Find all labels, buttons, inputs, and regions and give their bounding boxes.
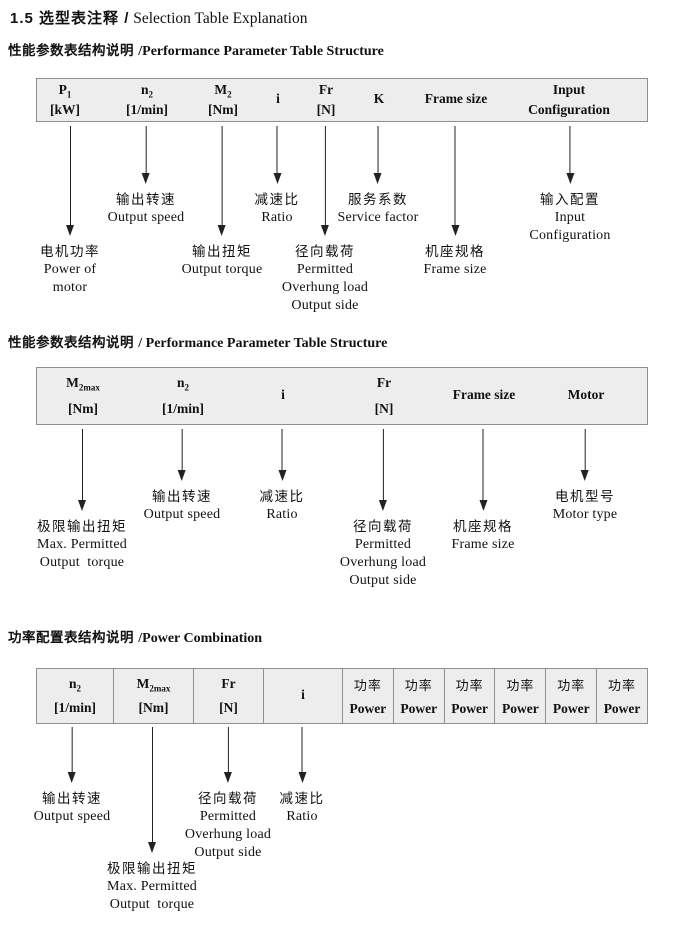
col-header-i: i — [281, 387, 285, 403]
callout-max-output-torque: 极限输出扭矩 Max. Permitted Output torque — [107, 727, 197, 914]
down-arrow-icon — [66, 126, 74, 236]
col-header-power: 功率 Power — [342, 669, 393, 723]
col-header-n2: n2 [1/min] — [162, 375, 204, 416]
col-header-power: 功率 Power — [392, 669, 444, 723]
performance-table-1: P1 [kW] n2 [1/min] M2 [Nm] i Fr [N] K Fr… — [36, 78, 648, 122]
callout-output-speed: 输出转速 Output speed — [144, 429, 221, 524]
power-combination-table: n2 [1/min] M2max [Nm] Fr [N] i 功率 Power … — [36, 668, 648, 724]
down-arrow-icon — [278, 429, 286, 481]
col-header-power: 功率 Power — [545, 669, 596, 723]
down-arrow-icon — [451, 126, 459, 236]
down-arrow-icon — [273, 126, 281, 184]
down-arrow-icon — [217, 126, 226, 236]
section3-heading-zh: 功率配置表结构说明 — [8, 630, 134, 645]
callout-output-speed: 输出转速 Output speed — [34, 727, 111, 826]
down-arrow-icon — [580, 429, 589, 481]
section2-heading-en: / Performance Parameter Table Structure — [138, 336, 388, 351]
col-header-n2: n2 [1/min] — [54, 675, 96, 716]
callout-overhung-load: 径向载荷 Permitted Overhung load Output side — [185, 727, 271, 862]
col-header-power: 功率 Power — [494, 669, 545, 723]
callout-input-configuration: 输入配置 Input Configuration — [529, 126, 610, 245]
performance-table-2: M2max [Nm] n2 [1/min] i Fr [N] Frame siz… — [36, 367, 648, 425]
callout-ratio: 减速比 Ratio — [280, 727, 325, 826]
callout-service-factor: 服务系数 Service factor — [338, 126, 419, 227]
col-header-frame-size: Frame size — [452, 387, 516, 403]
section3-heading: 功率配置表结构说明 /Power Combination — [8, 626, 262, 647]
section1-heading-zh: 性能参数表结构说明 — [8, 43, 134, 58]
callout-output-speed: 输出转速 Output speed — [108, 126, 185, 227]
page-title-en: Selection Table Explanation — [129, 10, 308, 27]
col-header-m2max: M2max [Nm] — [113, 669, 193, 723]
col-header-n2: n2 [1/min] — [126, 81, 168, 118]
down-arrow-icon — [373, 126, 382, 184]
col-header-fr: Fr [N] — [374, 375, 394, 416]
section2-heading: 性能参数表结构说明 / Performance Parameter Table … — [8, 331, 387, 352]
callout-frame-size: 机座规格 Frame size — [423, 126, 486, 279]
callout-frame-size: 机座规格 Frame size — [451, 429, 514, 554]
down-arrow-icon — [298, 727, 306, 783]
col-header-input-configuration: Input Configuration — [528, 81, 610, 118]
col-header-power: 功率 Power — [443, 669, 495, 723]
section1-heading: 性能参数表结构说明 /Performance Parameter Table S… — [8, 39, 384, 60]
col-header-p1: P1 [kW] — [50, 81, 80, 118]
col-header-fr: Fr [N] — [316, 81, 336, 118]
col-header-m2max: M2max [Nm] — [66, 375, 100, 416]
down-arrow-icon — [320, 126, 329, 236]
down-arrow-icon — [67, 727, 76, 783]
down-arrow-icon — [177, 429, 186, 481]
col-header-motor: Motor — [567, 387, 605, 403]
down-arrow-icon — [378, 429, 387, 511]
callout-ratio: 减速比 Ratio — [255, 126, 300, 227]
col-header-i: i — [276, 91, 280, 107]
down-arrow-icon — [141, 126, 150, 184]
section1-heading-en: /Performance Parameter Table Structure — [138, 44, 384, 59]
callout-max-output-torque: 极限输出扭矩 Max. Permitted Output torque — [37, 429, 127, 572]
callout-output-torque: 输出扭矩 Output torque — [182, 126, 263, 279]
callout-power-of-motor: 电机功率 Power of motor — [40, 126, 100, 297]
col-header-m2: M2 [Nm] — [208, 81, 238, 118]
down-arrow-icon — [566, 126, 574, 184]
down-arrow-icon — [78, 429, 86, 511]
callout-ratio: 减速比 Ratio — [260, 429, 305, 524]
col-header-power: 功率 Power — [596, 669, 647, 723]
callout-overhung-load: 径向载荷 Permitted Overhung load Output side — [282, 126, 368, 315]
col-header-k: K — [373, 91, 385, 107]
down-arrow-icon — [223, 727, 232, 783]
col-header-i: i — [263, 669, 342, 723]
callout-motor-type: 电机型号 Motor type — [553, 429, 618, 524]
down-arrow-icon — [479, 429, 487, 511]
page-title-zh: 1.5 选型表注释 / — [10, 10, 130, 27]
section2-heading-zh: 性能参数表结构说明 — [8, 335, 134, 350]
down-arrow-icon — [148, 727, 156, 853]
callout-overhung-load: 径向载荷 Permitted Overhung load Output side — [340, 429, 426, 590]
page-title: 1.5 选型表注释 / Selection Table Explanation — [10, 7, 307, 28]
section3-heading-en: /Power Combination — [138, 631, 263, 646]
col-header-fr: Fr [N] — [193, 669, 263, 723]
col-header-frame-size: Frame size — [424, 91, 488, 107]
